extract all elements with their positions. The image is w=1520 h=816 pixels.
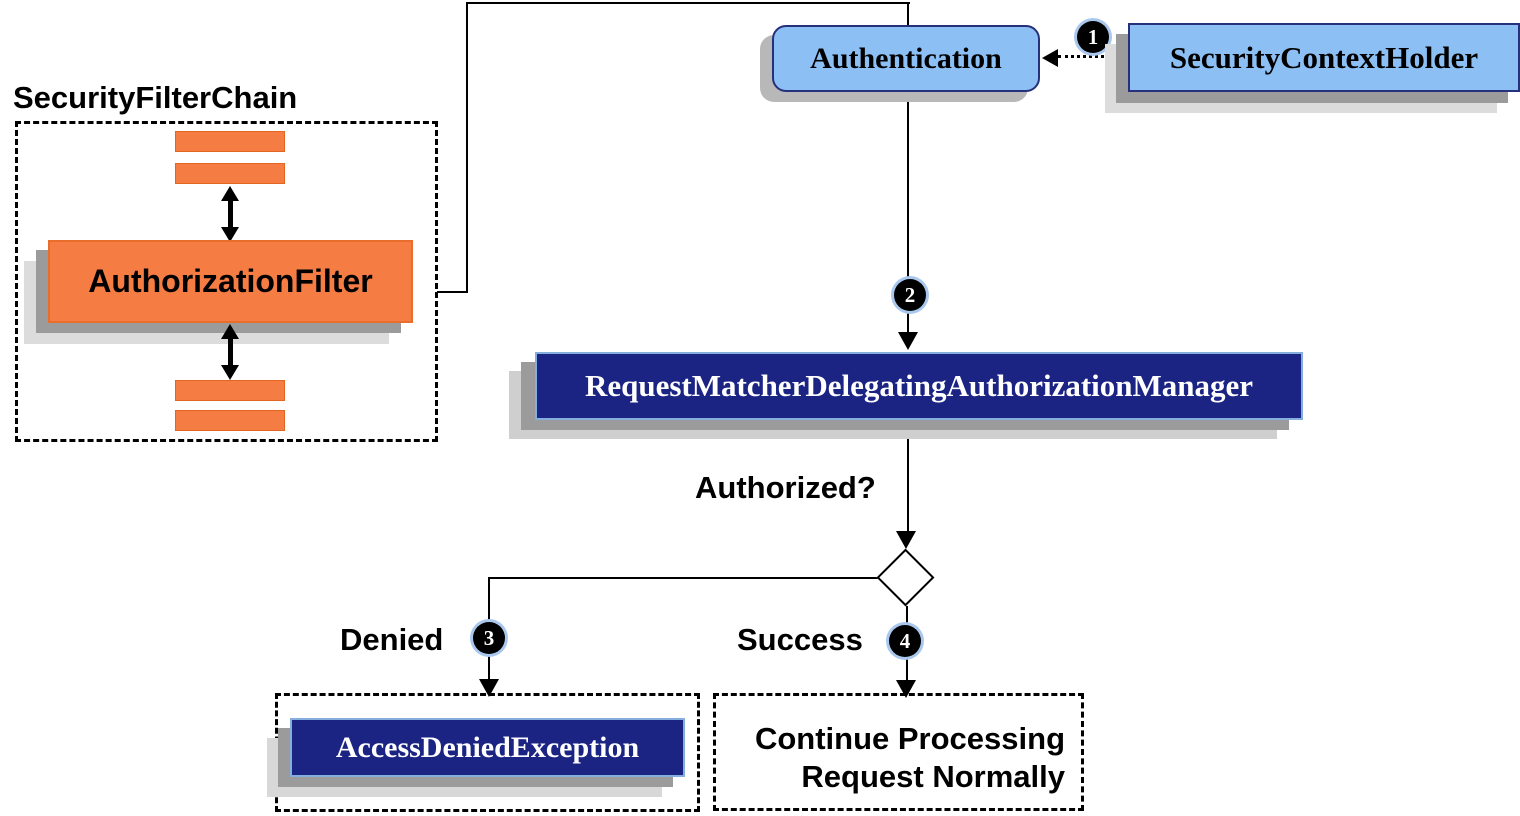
arrow-shaft — [227, 339, 233, 365]
denied-result-container — [275, 693, 700, 812]
access-denied-exception-box: AccessDeniedException — [290, 718, 685, 777]
authorization-filter-box: AuthorizationFilter — [48, 240, 413, 323]
arrowhead-down-icon — [479, 679, 499, 697]
continue-processing-line1: Continue Processing — [754, 721, 1065, 756]
arrow-shaft — [227, 201, 233, 227]
connector-top-horizontal-line — [466, 2, 910, 4]
arrowhead-down-icon — [221, 227, 239, 242]
arrowhead-up-icon — [221, 324, 239, 339]
success-branch-label: Success — [737, 622, 863, 657]
bidirectional-arrow-icon — [216, 324, 244, 380]
step-3-badge: 3 — [473, 622, 505, 654]
filter-placeholder-bar — [175, 163, 285, 184]
decision-diamond — [876, 548, 935, 607]
continue-processing-box: Continue Processing Request Normally — [713, 693, 1084, 811]
security-context-holder-label: SecurityContextHolder — [1169, 39, 1479, 75]
denied-branch-label: Denied — [340, 622, 444, 657]
security-context-holder-box: SecurityContextHolder — [1128, 23, 1520, 92]
step-4-badge: 4 — [889, 625, 921, 657]
step-3-number: 3 — [483, 625, 495, 650]
authorization-filter-label: AuthorizationFilter — [88, 263, 373, 299]
connector-elbow-up-line — [466, 2, 468, 293]
continue-processing-text: Continue Processing Request Normally — [755, 720, 1065, 796]
step-2-badge: 2 — [894, 279, 926, 311]
authentication-label: Authentication — [810, 41, 1002, 75]
step-1-badge: 1 — [1077, 21, 1109, 53]
bidirectional-arrow-icon — [216, 186, 244, 242]
manager-to-decision-line — [907, 420, 909, 532]
connector-filter-to-elbow-line — [437, 291, 468, 293]
security-filter-chain-box — [15, 121, 438, 442]
filter-placeholder-bar — [175, 380, 285, 401]
filter-placeholder-bar — [175, 410, 285, 431]
step-4-number: 4 — [899, 628, 911, 653]
step-2-number: 2 — [904, 282, 916, 307]
context-holder-dotted-line — [1058, 55, 1128, 58]
step-1-number: 1 — [1087, 24, 1099, 49]
denied-branch-horizontal-line — [488, 577, 878, 579]
security-filter-chain-label: SecurityFilterChain — [13, 80, 298, 115]
arrowhead-left-icon — [1042, 49, 1058, 67]
authorization-manager-label: RequestMatcherDelegatingAuthorizationMan… — [584, 368, 1254, 403]
authorized-question-label: Authorized? — [695, 470, 876, 505]
main-flow-vertical-line — [907, 2, 909, 333]
continue-processing-line2: Request Normally — [801, 759, 1065, 794]
arrowhead-down-icon — [221, 365, 239, 380]
authentication-box: Authentication — [772, 25, 1040, 92]
arrowhead-down-icon — [898, 332, 918, 350]
authorization-manager-box: RequestMatcherDelegatingAuthorizationMan… — [535, 352, 1303, 420]
arrowhead-up-icon — [221, 186, 239, 201]
arrowhead-down-icon — [896, 531, 916, 549]
access-denied-exception-label: AccessDeniedException — [335, 730, 640, 764]
filter-placeholder-bar — [175, 131, 285, 152]
